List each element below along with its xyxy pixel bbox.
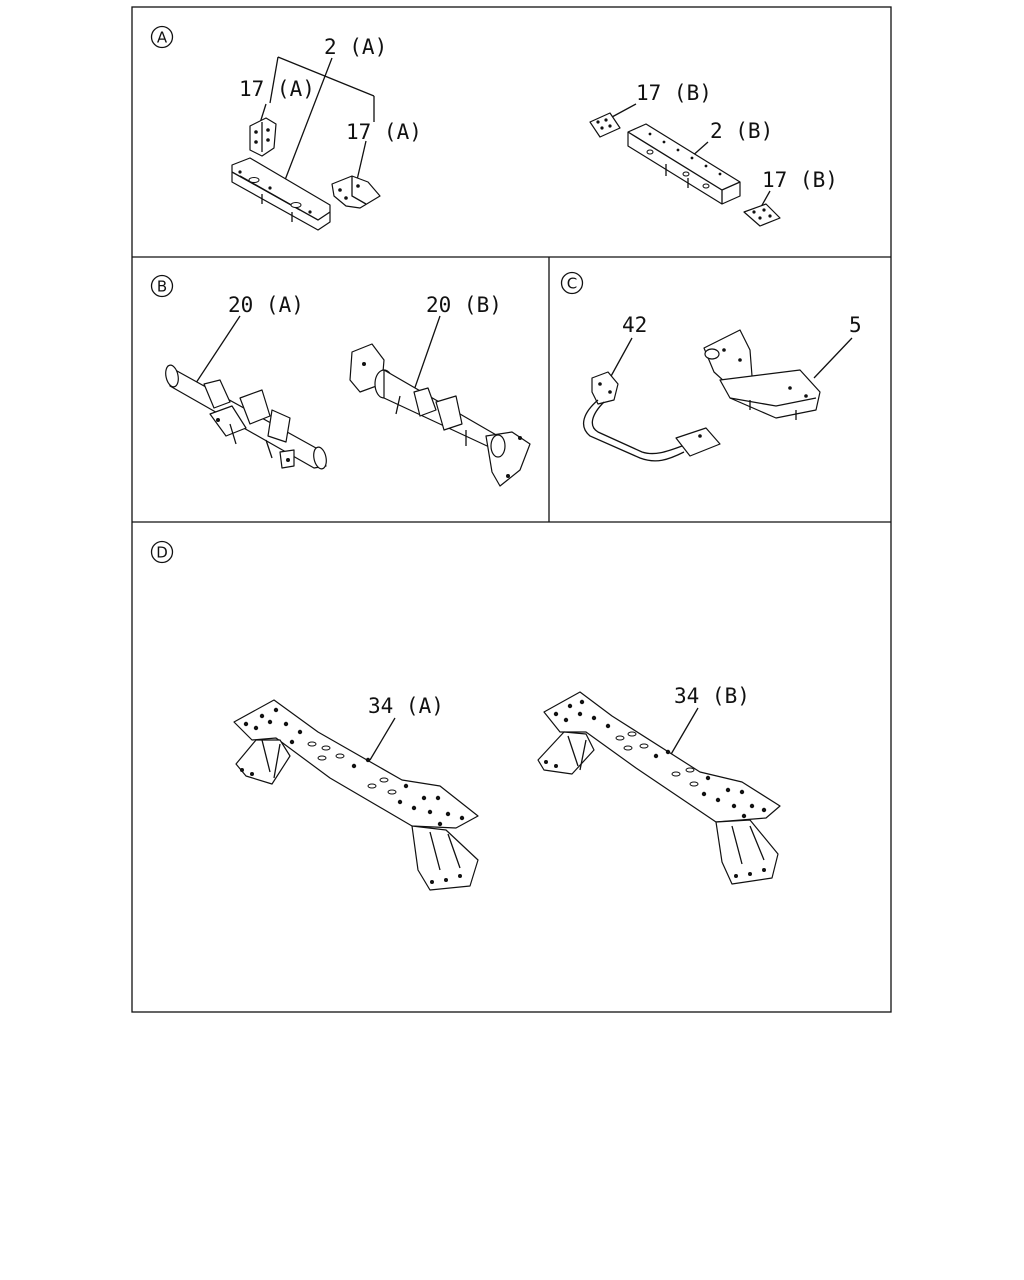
holes-34a <box>240 707 465 884</box>
part-34b <box>537 691 781 885</box>
section-marker-c: C <box>560 271 584 295</box>
callout-2a: 2 (A) <box>324 35 387 59</box>
part-17b-bottom <box>743 203 781 227</box>
callout-17b-top: 17 (B) <box>636 81 712 105</box>
section-marker-b: B <box>150 274 174 298</box>
part-2a <box>231 157 331 231</box>
callout-17b-bottom: 17 (B) <box>762 168 838 192</box>
section-letter-d: D <box>156 544 168 562</box>
section-d: D 34 (A) 34 (B) <box>150 540 781 891</box>
leader-lines-c <box>609 337 853 379</box>
callout-17a-left: 17 (A) <box>239 77 315 101</box>
section-letter-b: B <box>157 278 167 296</box>
part-34a <box>233 699 479 891</box>
section-marker-a: A <box>150 25 174 49</box>
callout-5: 5 <box>849 313 862 337</box>
part-17a-left <box>249 117 277 157</box>
part-2b <box>627 123 741 205</box>
part-20a <box>165 364 327 470</box>
callout-20a: 20 (A) <box>228 293 304 317</box>
callout-20b: 20 (B) <box>426 293 502 317</box>
part-5 <box>703 329 821 420</box>
callout-17a-right: 17 (A) <box>346 120 422 144</box>
section-c: C 42 5 <box>560 271 862 462</box>
diagram-frame <box>131 6 892 1013</box>
part-20b <box>349 343 531 487</box>
holes-34b <box>544 699 767 878</box>
part-17a-right <box>331 175 381 209</box>
part-17b-top <box>589 112 621 138</box>
section-marker-d: D <box>150 540 174 564</box>
callout-34b: 34 (B) <box>674 684 750 708</box>
section-letter-c: C <box>567 275 577 293</box>
callout-42: 42 <box>622 313 647 337</box>
callout-2b: 2 (B) <box>710 119 773 143</box>
section-letter-a: A <box>157 29 168 47</box>
leader-lines-a <box>259 56 771 208</box>
part-42 <box>582 371 721 462</box>
section-a: A 2 (A) 17 (A) 17 (A) 17 (B) 2 (B) 17 (B… <box>150 25 838 231</box>
leader-lines-d <box>369 707 699 761</box>
callout-34a: 34 (A) <box>368 694 444 718</box>
leader-lines-b <box>189 315 441 397</box>
section-b: B 20 (A) 20 (B) <box>150 274 531 487</box>
